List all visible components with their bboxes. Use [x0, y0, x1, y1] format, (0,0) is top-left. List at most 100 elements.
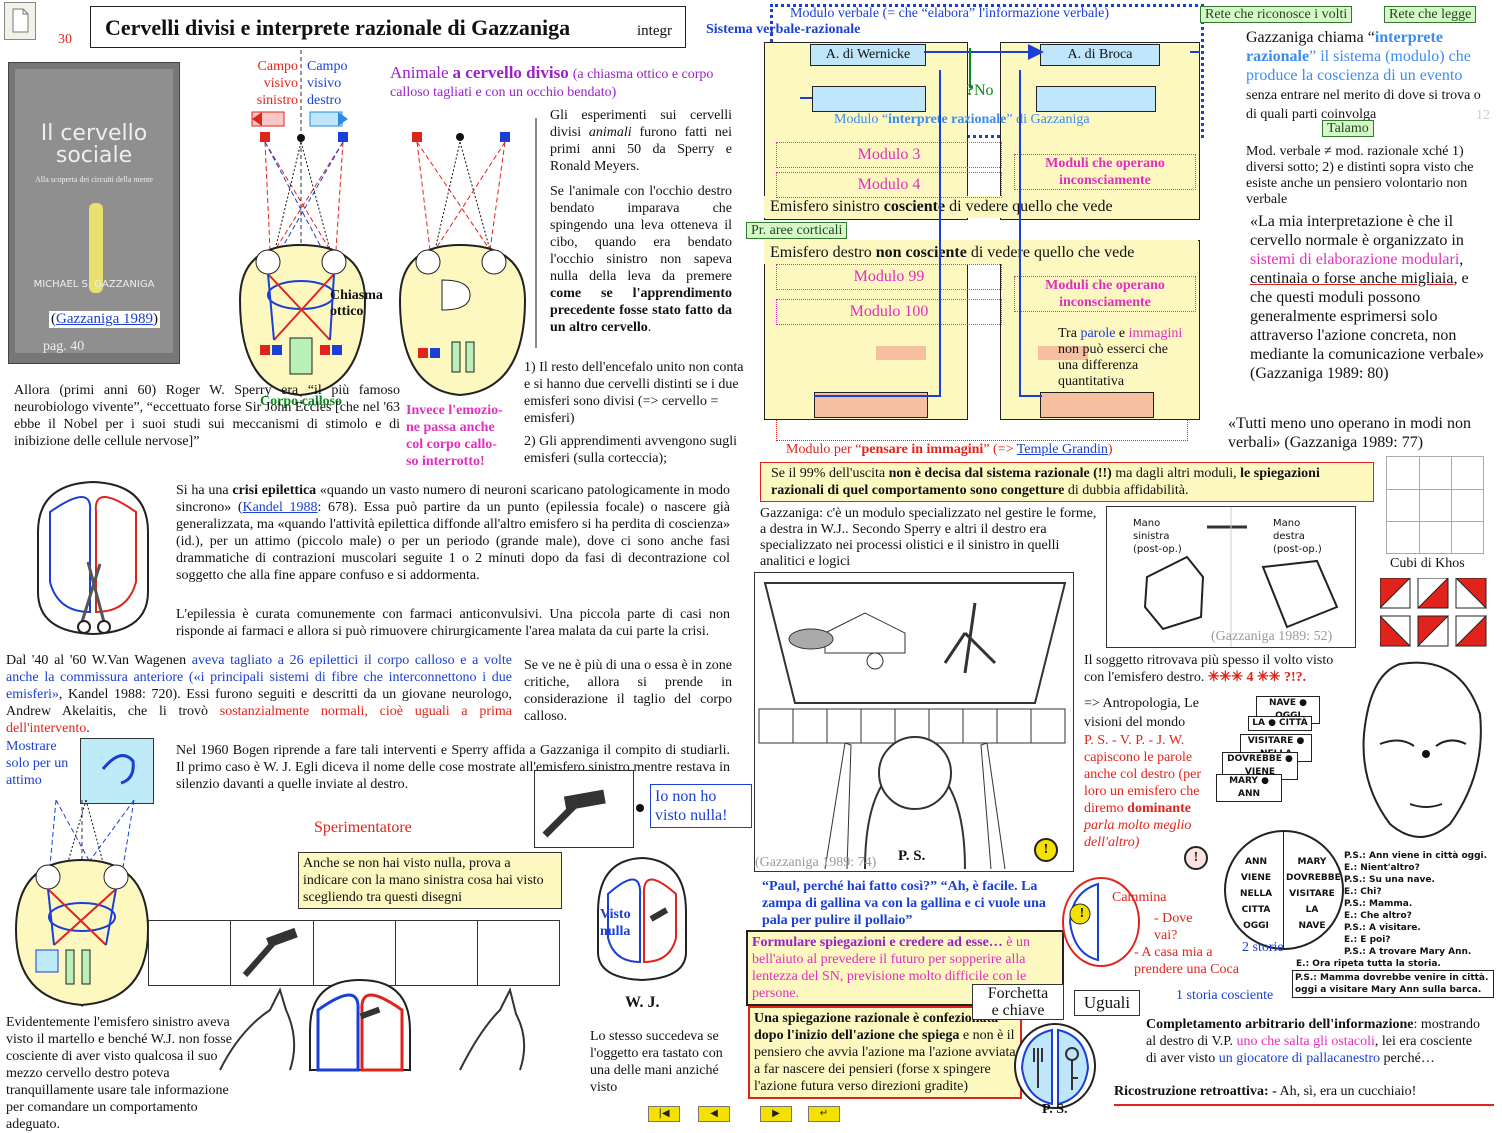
book-cite[interactable]: (Gazzaniga 1989) [49, 311, 161, 328]
animal-point-1: 1) Il resto dell'encefalo unito non cont… [524, 360, 744, 426]
chiasma-label: Chiasma ottico [330, 288, 383, 319]
pensare-label: Modulo per “pensare in immagini” (=> Tem… [786, 442, 1113, 457]
sperimentatore-label: Sperimentatore [314, 819, 412, 836]
epilepsy-paragraph-3: Se ve ne è più di una o essa è in zone c… [524, 658, 732, 724]
uguali-label: Uguali [1074, 990, 1140, 1016]
animal-paragraph-2: Se l'animale con l'occhio destro bendato… [550, 184, 732, 335]
word-cards: NAVE ● OGGI LA ● CITTÀ VISITARE ● NELLA … [1216, 696, 1336, 806]
destro-label: Emisfero destro non cosciente di vedere … [770, 244, 1135, 261]
gazz-quote-2: «Tutti meno uno operano in modi non verb… [1228, 415, 1471, 451]
right-hemisphere-lower [1000, 240, 1200, 420]
dominante-text: P. S. - V. P. - J. W. capiscono le parol… [1084, 733, 1201, 850]
warning-icon: ! [1034, 838, 1058, 862]
nav-next-button[interactable]: ▶ [760, 1106, 792, 1122]
stesso-text: Lo stesso succedeva se l'oggetto era tas… [590, 1029, 723, 1095]
bottom-panel-upper [764, 196, 1198, 218]
broca-box: A. di Broca [1040, 44, 1160, 66]
right-hemisphere-upper [1000, 42, 1200, 220]
bogen-text: Nel 1960 Bogen riprende a fare tali inte… [176, 743, 730, 792]
final-line: P.S.: Mamma dovrebbe venire in città. og… [1292, 970, 1494, 998]
left-blocks [876, 346, 926, 360]
gazz-definition: Gazzaniga chiama “interprete razionale” … [1246, 29, 1481, 122]
wernicke-box: A. di Wernicke [810, 44, 926, 66]
mod-note: Mod. verbale ≠ mod. razionale xché 1) di… [1246, 144, 1474, 207]
inconsc-upper: Moduli che operano inconsciamente [1014, 154, 1196, 190]
fork-key-head [1014, 1023, 1096, 1109]
wj-label: W. J. [625, 994, 660, 1011]
nav-return-button[interactable]: ↵ [808, 1106, 840, 1122]
warning-icon-2: ! [1184, 846, 1208, 870]
wj-spec-text: Gazzaniga: c'è un modulo specializzato n… [760, 506, 1097, 569]
casa-label: - A casa mia a prendere una Coca [1134, 945, 1239, 977]
ps-label-2: P. S. [1042, 1102, 1068, 1117]
eye-diagram-right [398, 132, 527, 397]
flash-screen [80, 738, 154, 804]
legge-tag: Rete che legge [1384, 6, 1477, 23]
animal-heading: Animale a cervello diviso (a chiasma ott… [390, 63, 714, 101]
gazz-quote-1: «La mia interpretazione è che il cervell… [1250, 213, 1485, 382]
page-number-right: 12 [1476, 108, 1490, 123]
volto-text: Il soggetto ritrovava più spesso il volt… [1084, 653, 1334, 685]
animal-point-2: 2) Gli apprendimenti avvengono sugli emi… [524, 434, 738, 466]
ps-drawing: (Gazzaniga 1989: 74) [754, 572, 1074, 872]
eye-diagram-bottom [14, 800, 150, 1010]
book-cover: Il cervello sociale Alla scoperta dei ci… [8, 62, 180, 364]
mostrare-label: Mostrare solo per un attimo [6, 739, 69, 788]
face-drawing [1362, 661, 1482, 838]
modulo-verbale-label: Modulo verbale (= che “elabora” l'inform… [790, 6, 1110, 21]
document-icon[interactable] [4, 2, 36, 40]
cubi-label: Cubi di Khos [1390, 556, 1465, 571]
modulo-4: Modulo 4 [776, 172, 1002, 198]
left-hemisphere-lower [764, 240, 968, 420]
evidentemente-text: Evidentemente l'emisfero sinistro aveva … [6, 1015, 232, 1132]
bottom-panel-lower [764, 240, 1198, 264]
corpo-calloso-label: Corpo calloso [260, 394, 343, 409]
nav-first-button[interactable]: |◀ [648, 1106, 680, 1122]
wagenen-text: Dal '40 al '60 W.Van Wagenen aveva tagli… [6, 653, 512, 736]
page-title: Cervelli divisi e interprete razionale d… [90, 6, 686, 48]
ps-dialog: P.S.: Ann viene in città oggi.E.: Nient'… [1344, 851, 1488, 957]
io-non-bubble: Io non ho visto nulla! [650, 784, 752, 828]
interprete-left [812, 86, 926, 112]
temple-grandin-link[interactable]: Temple Grandin [1016, 442, 1108, 457]
hammer-card [534, 770, 634, 848]
spiegazione-box: Una spiegazione razionale è confezionata… [748, 1006, 1022, 1099]
ricostruzione-text: Ricostruzione retroattiva: - Ah, sì, era… [1114, 1084, 1494, 1106]
warning-small: ! [1079, 906, 1085, 921]
dove-label: - Dove vai? [1154, 911, 1193, 943]
animal-paragraph-1: Gli esperimenti sui cervelli divisi anim… [550, 108, 732, 174]
split-brain-head [37, 480, 149, 636]
aree-tag: Pr. aree corticali [746, 222, 848, 239]
coke-head [1062, 877, 1140, 967]
sistema-label: Sistema verbale-razionale [706, 22, 861, 37]
cubi-grid [1386, 456, 1484, 554]
left-hemisphere-upper [764, 42, 968, 220]
cube-drawing: Mano sinistra (post-op.) Mano destra (po… [1106, 506, 1356, 648]
storie-2-label: 2 storie [1242, 940, 1284, 955]
paul-quote: “Paul, perché hai fatto così?” “Ah, è fa… [762, 879, 1046, 928]
parole-note: Tra parole e immagini non può esserci ch… [1058, 326, 1183, 389]
ps-label: P. S. [898, 848, 926, 864]
storia-1-label: 1 storia cosciente [1176, 988, 1274, 1003]
cubi-tiles [1380, 578, 1487, 648]
epilepsy-paragraph-2: L'epilessia è curata comunemente con far… [176, 607, 730, 639]
interprete-label: Modulo “interprete razionale” di Gazzani… [834, 112, 1090, 127]
experimenter-callout: Anche se non hai visto nulla, prova a in… [298, 852, 562, 909]
arrow-down [535, 118, 537, 348]
cammina-label: Cammina [1112, 890, 1167, 905]
inconsc-lower: Moduli che operano inconsciamente [1014, 276, 1196, 312]
eye-diagram-left [238, 50, 367, 405]
hands-brain [219, 978, 526, 1072]
sperry-text: Allora (primi anni 60) Roger W. Sperry e… [14, 383, 400, 449]
modulo-100: Modulo 100 [776, 299, 1002, 325]
uscita-box: Se il 99% dell'uscita non è decisa dal s… [760, 462, 1374, 502]
kandel-link[interactable]: Kandel 1988 [242, 500, 318, 515]
completamento-text: Completamento arbitrario dell'informazio… [1146, 1017, 1481, 1066]
nav-prev-button[interactable]: ◀ [698, 1106, 730, 1122]
speech-dot [636, 804, 644, 812]
